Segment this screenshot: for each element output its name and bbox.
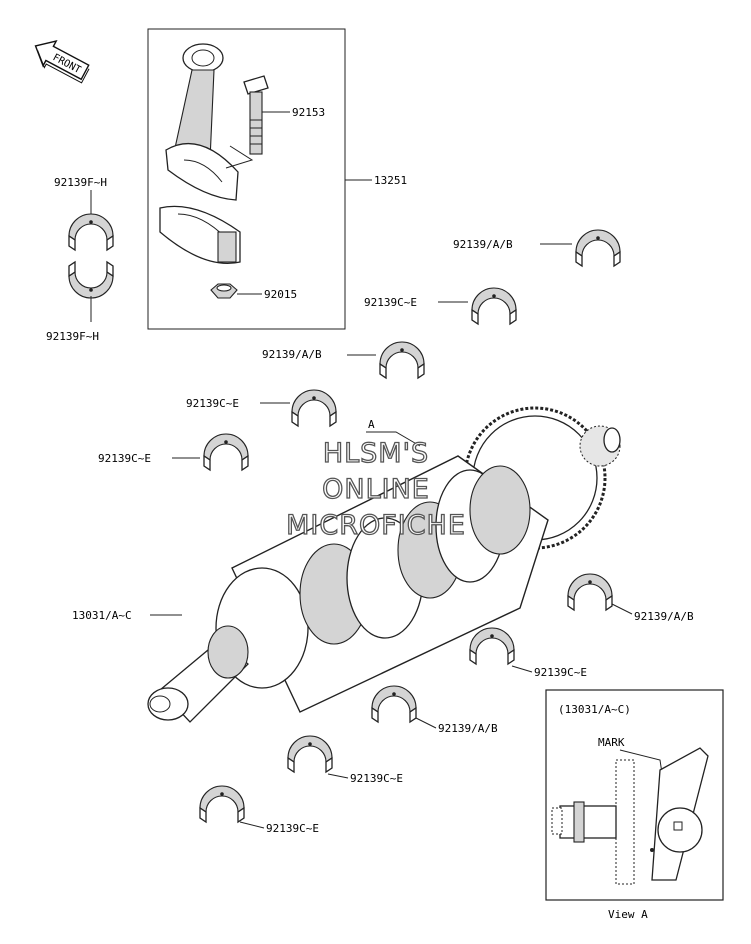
main-bearing-shell-5 bbox=[203, 433, 249, 471]
view-a-inset: (13031/A~C) MARK View A bbox=[545, 689, 724, 921]
label-92139CE-5: 92139C~E bbox=[350, 772, 403, 785]
inset-title: (13031/A~C) bbox=[558, 703, 631, 716]
bearing-shell-lower-F-H bbox=[68, 261, 114, 299]
watermark-line1: HLSM'S bbox=[323, 438, 429, 469]
con-rod-bolt bbox=[243, 75, 269, 155]
connecting-rod bbox=[165, 43, 239, 201]
main-bearing-shell-4 bbox=[291, 389, 337, 427]
main-bearing-shell-1 bbox=[575, 229, 621, 267]
label-92139AB-1: 92139/A/B bbox=[453, 238, 513, 251]
connecting-rod-group-frame bbox=[147, 28, 346, 330]
crankshaft bbox=[147, 406, 621, 723]
label-13251: 13251 bbox=[374, 174, 407, 187]
main-bearing-shell-7 bbox=[469, 627, 515, 665]
label-92153: 92153 bbox=[292, 106, 325, 119]
connecting-rod-cap bbox=[159, 205, 241, 265]
main-bearing-shell-8 bbox=[371, 685, 417, 723]
con-rod-nut bbox=[210, 283, 238, 299]
label-92139FH-top: 92139F~H bbox=[54, 176, 107, 189]
main-bearing-shell-10 bbox=[199, 785, 245, 823]
label-92139CE-1: 92139C~E bbox=[364, 296, 417, 309]
label-92139CE-6: 92139C~E bbox=[266, 822, 319, 835]
label-92139AB-4: 92139/A/B bbox=[438, 722, 498, 735]
label-92139CE-4: 92139C~E bbox=[534, 666, 587, 679]
main-bearing-shell-9 bbox=[287, 735, 333, 773]
main-bearing-shell-6 bbox=[567, 573, 613, 611]
main-bearing-shell-2 bbox=[471, 287, 517, 325]
watermark-line3: MICROFICHE bbox=[286, 510, 466, 541]
inset-caption: View A bbox=[608, 908, 648, 921]
front-direction-arrow: FRONT bbox=[34, 40, 90, 84]
label-92139AB-3: 92139/A/B bbox=[634, 610, 694, 623]
label-13031: 13031/A~C bbox=[72, 609, 132, 622]
label-92139AB-2: 92139/A/B bbox=[262, 348, 322, 361]
label-92139FH-bottom: 92139F~H bbox=[46, 330, 99, 343]
bearing-shell-upper-F-H bbox=[68, 213, 114, 251]
label-ref-A: A bbox=[368, 418, 375, 431]
main-bearing-shell-3 bbox=[379, 341, 425, 379]
label-92139CE-2: 92139C~E bbox=[186, 397, 239, 410]
label-92139CE-3: 92139C~E bbox=[98, 452, 151, 465]
watermark-line2: ONLINE bbox=[322, 474, 430, 505]
label-92015: 92015 bbox=[264, 288, 297, 301]
watermark: HLSM'S ONLINE MICROFICHE bbox=[285, 437, 466, 541]
mark-label: MARK bbox=[598, 736, 625, 749]
